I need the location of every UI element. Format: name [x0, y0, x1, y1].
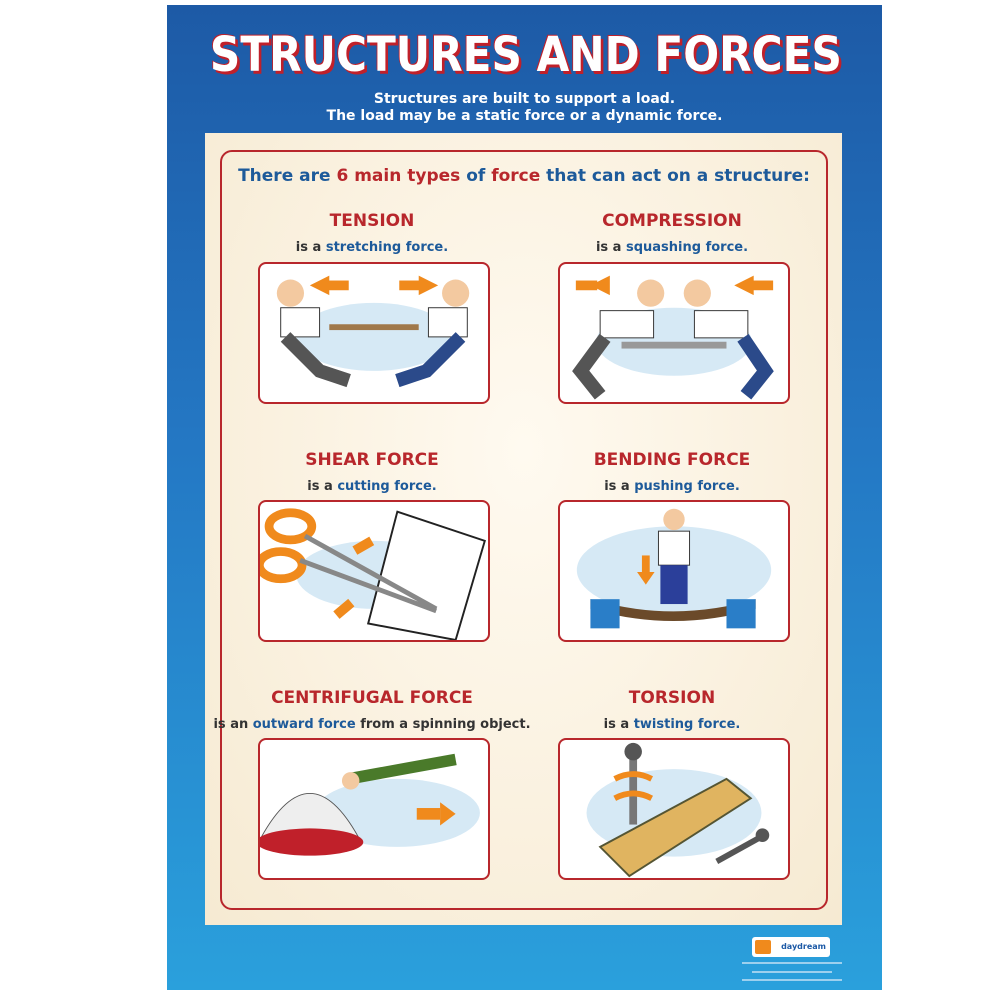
content-border: There are 6 main types of force that can…: [220, 150, 828, 910]
poster: STRUCTURES AND FORCES Structures are bui…: [167, 5, 882, 990]
publisher-logo: daydream: [752, 937, 830, 957]
subtitle-line-2: The load may be a static force or a dyna…: [326, 108, 723, 124]
bending-illustration: [558, 500, 790, 642]
compression-illustration: [558, 262, 790, 404]
publisher-phone: [752, 971, 832, 973]
publisher-address: [742, 962, 842, 964]
content-panel: There are 6 main types of force that can…: [205, 133, 842, 925]
poster-title: STRUCTURES AND FORCES: [209, 27, 842, 83]
torsion-illustration: [558, 738, 790, 880]
intro-text: There are 6 main types of force that can…: [238, 166, 810, 186]
tension-illustration: [258, 262, 490, 404]
subtitle-line-1: Structures are built to support a load.: [373, 91, 676, 107]
shear-illustration: [258, 500, 490, 642]
publisher-website: [742, 979, 842, 981]
centrifugal-illustration: [258, 738, 490, 880]
